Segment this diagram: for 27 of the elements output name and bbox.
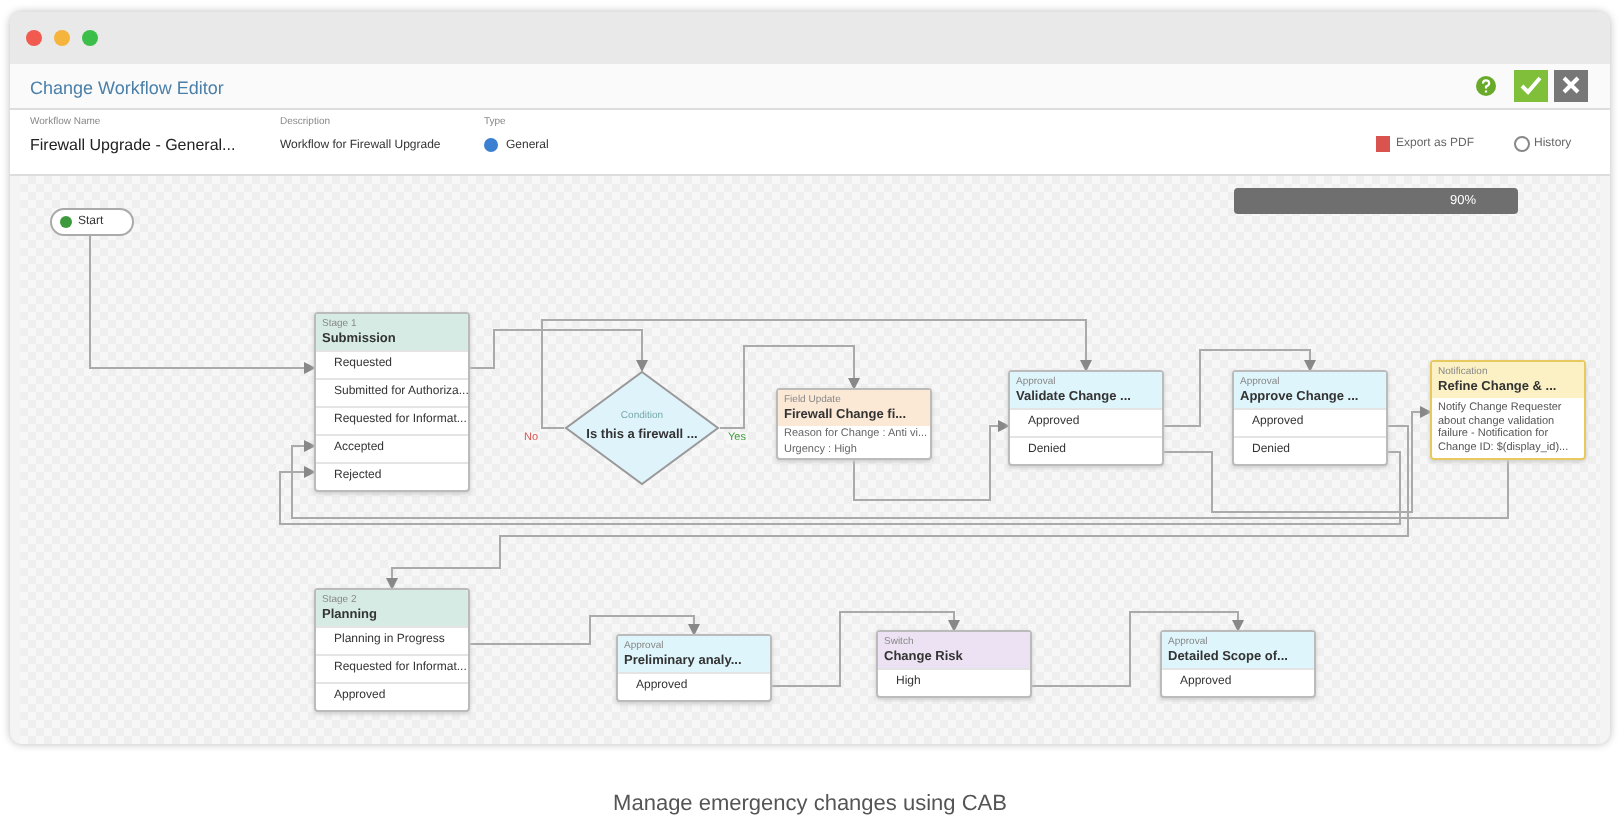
connector-arrow (541, 319, 1092, 429)
workflow-step-card (1430, 360, 1586, 460)
figure-caption: Manage emergency changes using CAB (611, 792, 1009, 816)
workflow-step-card (1160, 630, 1316, 698)
editor-title: Change Workflow Editor (30, 78, 224, 98)
workflow-step-card (314, 588, 470, 712)
workflow-step-card (616, 634, 772, 702)
workflow-step-card (1008, 370, 1164, 466)
connector-arrow (469, 615, 700, 645)
connector-arrow (469, 329, 648, 372)
start-node (50, 208, 134, 236)
workflow-step-card (314, 312, 470, 492)
connector-arrow (279, 451, 1401, 525)
workflow-step-card (876, 630, 1032, 698)
connector-arrow (1031, 611, 1244, 687)
workflow-name-value: Firewall Upgrade - General... (30, 136, 236, 154)
condition-diamond (564, 370, 720, 486)
connector-arrow (719, 345, 860, 429)
connector-arrow (1163, 406, 1432, 513)
connector-arrow (386, 425, 1409, 590)
workflow-step-card (776, 388, 932, 460)
connector-arrow (853, 420, 1010, 501)
workflow-step-card (1232, 370, 1388, 466)
connector-arrow (291, 440, 1509, 519)
connector-arrow (771, 611, 960, 687)
connector-arrow (89, 235, 316, 374)
connector-arrow (1163, 349, 1316, 427)
